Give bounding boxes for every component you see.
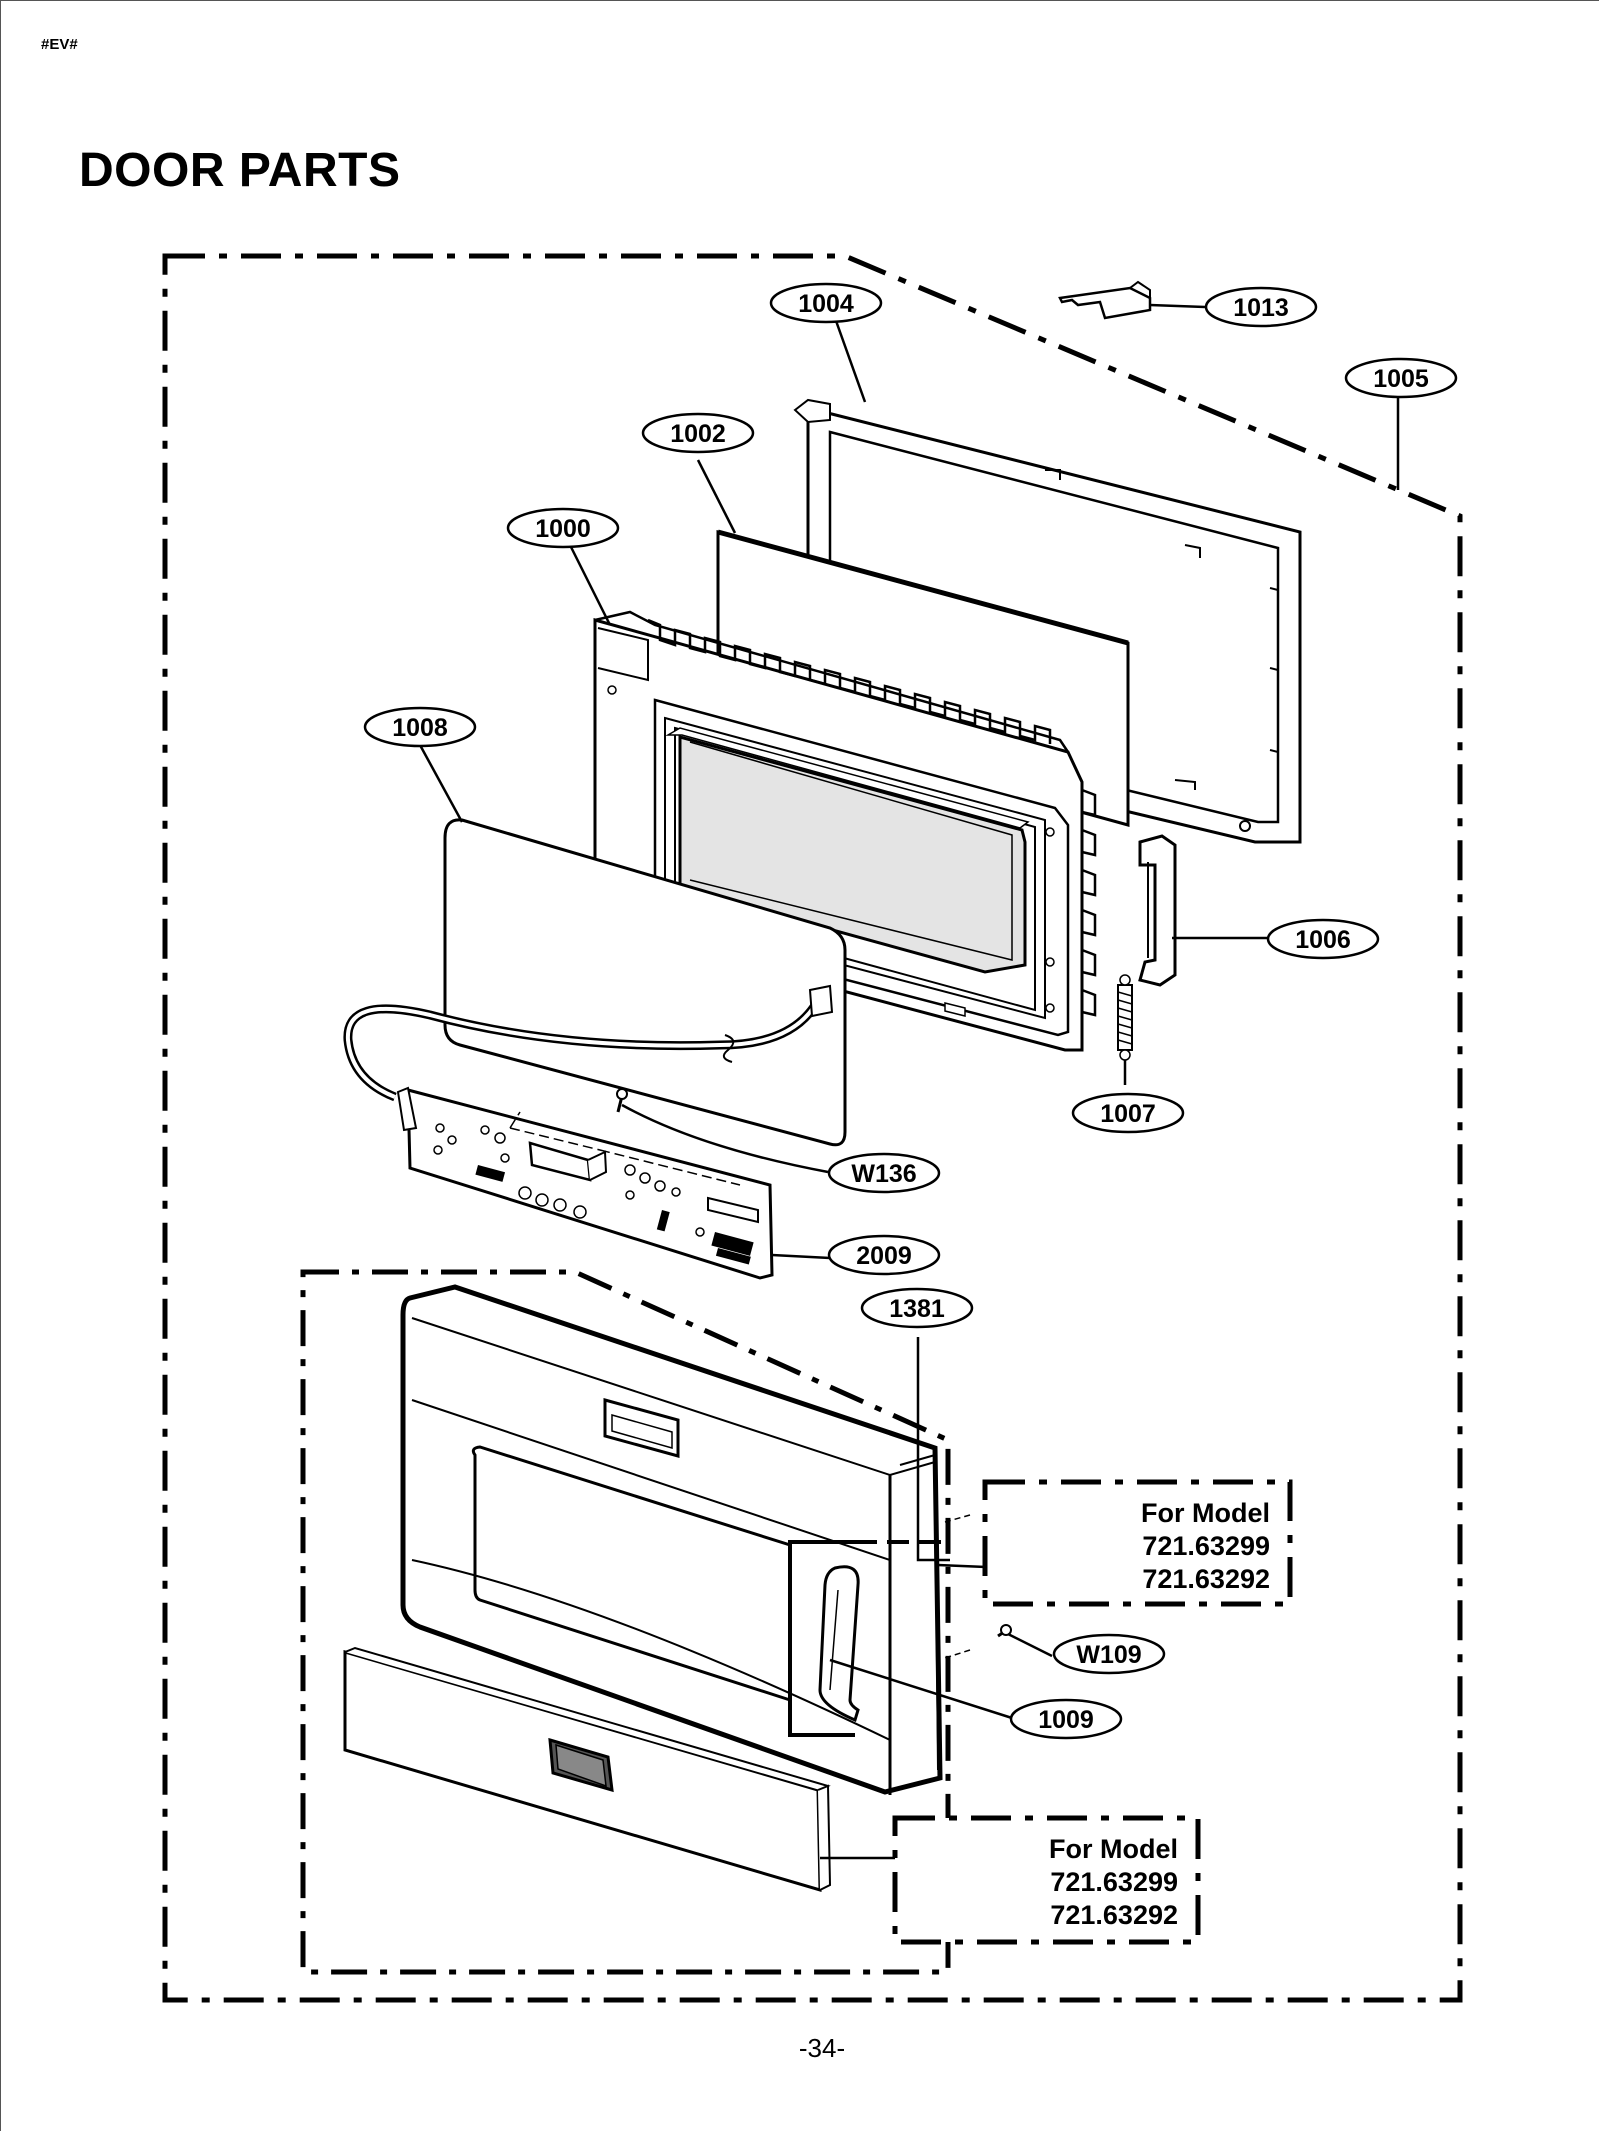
callout-1381-label: 1381: [889, 1295, 945, 1323]
callout-1009-label: 1009: [1038, 1706, 1094, 1734]
callout-1381: 1381: [860, 1287, 974, 1329]
callout-1007-label: 1007: [1100, 1100, 1156, 1128]
callout-1013-label: 1013: [1233, 294, 1289, 322]
handle-bracket-1003: [788, 1514, 971, 1737]
callout-2009-label: 2009: [856, 1242, 912, 1270]
assembly-boundary-1381: [300, 1269, 951, 1975]
callout-1009: 1009: [1009, 1698, 1123, 1740]
callout-1006-label: 1006: [1295, 926, 1351, 954]
page-title: DOOR PARTS: [79, 144, 401, 197]
part-1006-door-latch: [1138, 834, 1177, 987]
model-note-2000-line-3: 721.63292: [1050, 1900, 1178, 1930]
part-2000-trim-bar: [343, 1646, 832, 1893]
part-1008-choke-cover: [443, 818, 847, 1147]
callout-1000-label: 1000: [535, 515, 591, 543]
callout-w109-label: W109: [1076, 1641, 1141, 1669]
model-note-2000: For Model 721.63299 721.63292: [892, 1815, 1201, 1945]
callout-2009: 2009: [827, 1234, 941, 1276]
part-2009-control-pcb: [396, 1086, 774, 1280]
callout-1008: 1008: [363, 706, 477, 748]
callout-1005-label: 1005: [1373, 365, 1429, 393]
model-note-1003-line-2: 721.63299: [1142, 1531, 1270, 1561]
page-number: -34-: [798, 2033, 846, 2063]
callout-1004: 1004: [769, 282, 883, 324]
callout-w136: W136: [827, 1152, 941, 1194]
callout-1002-label: 1002: [670, 420, 726, 448]
part-1381-door-front: [400, 1284, 943, 1795]
model-note-2000-line-1: For Model: [1049, 1834, 1178, 1864]
part-1013-clip: [1058, 280, 1152, 320]
screw-w109: [997, 1624, 1012, 1638]
header-code: #EV#: [41, 36, 78, 53]
model-note-1003-line-1: For Model: [1141, 1498, 1270, 1528]
callout-1006: 1006: [1266, 918, 1380, 960]
callout-w109: W109: [1052, 1633, 1166, 1675]
part-1007-spring: [1117, 974, 1133, 1061]
model-note-1003: For Model 721.63299 721.63292: [982, 1479, 1293, 1607]
callout-1004-label: 1004: [798, 290, 854, 318]
model-note-2000-line-2: 721.63299: [1050, 1867, 1178, 1897]
wire-harness: [343, 984, 834, 1102]
screw-w136: [616, 1088, 628, 1113]
callout-1002: 1002: [641, 412, 755, 454]
part-1009-door-handle: [818, 1565, 860, 1723]
callout-1000: 1000: [506, 507, 620, 549]
callout-1007: 1007: [1071, 1092, 1185, 1134]
assembly-boundary-1005: [162, 253, 1463, 2003]
callout-1005: 1005: [1344, 357, 1458, 399]
callout-1008-label: 1008: [392, 714, 448, 742]
callout-1013: 1013: [1204, 286, 1318, 328]
model-note-1003-line-3: 721.63292: [1142, 1564, 1270, 1594]
callout-w136-label: W136: [851, 1160, 916, 1188]
